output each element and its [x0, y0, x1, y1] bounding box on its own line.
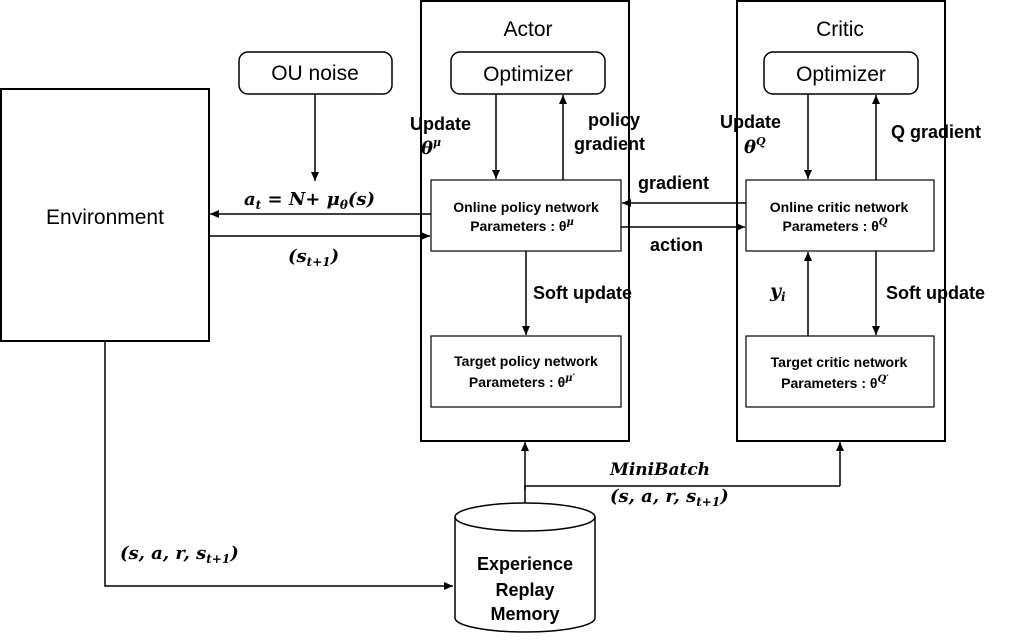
actor-title: Actor [503, 18, 552, 41]
critic-optimizer-label: Optimizer [796, 63, 886, 86]
policy-gradient-line1: policy [588, 110, 640, 130]
action-label: action [650, 235, 703, 255]
target-policy-line2: Parameters : θμ′ [469, 373, 576, 390]
online-policy-network: Online policy network Parameters : θμ [430, 179, 622, 252]
yi-label: yi [769, 280, 786, 304]
critic-optimizer-node: Optimizer [763, 51, 919, 95]
ou-noise-node: OU noise [238, 51, 393, 95]
policy-gradient-line2: gradient [574, 134, 645, 154]
online-critic-line1: Online critic network [770, 199, 909, 215]
target-policy-line1: Target policy network [454, 353, 598, 369]
actor-optimizer-node: Optimizer [450, 51, 606, 95]
memory-line1: Experience [477, 554, 573, 574]
target-critic-network: Target critic network Parameters : θQ′ [745, 335, 935, 408]
online-critic-network: Online critic network Parameters : θQ [745, 179, 935, 252]
critic-update-param: θQ [744, 135, 766, 158]
line-env-to-memory [104, 341, 453, 590]
environment-label: Environment [46, 206, 164, 229]
online-policy-line1: Online policy network [453, 199, 599, 215]
actor-soft-update-label: Soft update [533, 283, 632, 303]
target-policy-network: Target policy network Parameters : θμ′ [430, 335, 622, 408]
environment-node: Environment [0, 88, 210, 342]
minibatch-label: MiniBatch [609, 460, 710, 480]
env-tuple: (s, a, r, st+1) [120, 543, 239, 566]
target-critic-line2: Parameters : θQ′ [781, 374, 889, 391]
minibatch-tuple: (s, a, r, st+1) [610, 486, 729, 509]
q-gradient-label: Q gradient [891, 122, 981, 142]
memory-line2: Replay [495, 580, 554, 600]
actor-optimizer-label: Optimizer [483, 63, 573, 86]
memory-line3: Memory [490, 604, 559, 624]
critic-title: Critic [816, 18, 864, 41]
experience-replay-memory: Experience Replay Memory [454, 502, 596, 633]
gradient-label: gradient [638, 173, 709, 193]
target-critic-line1: Target critic network [771, 354, 908, 370]
critic-soft-update-label: Soft update [886, 283, 985, 303]
online-policy-line2: Parameters : θμ [470, 217, 574, 234]
ou-noise-label: OU noise [271, 62, 359, 85]
next-state-label: (st+1) [288, 246, 339, 269]
online-critic-line2: Parameters : θQ [782, 217, 887, 234]
action-equation: at = N+ μθ(s) [244, 189, 375, 212]
critic-update-label: Update [720, 112, 781, 132]
actor-update-label: Update [410, 114, 471, 134]
actor-update-param: θμ [421, 136, 441, 159]
